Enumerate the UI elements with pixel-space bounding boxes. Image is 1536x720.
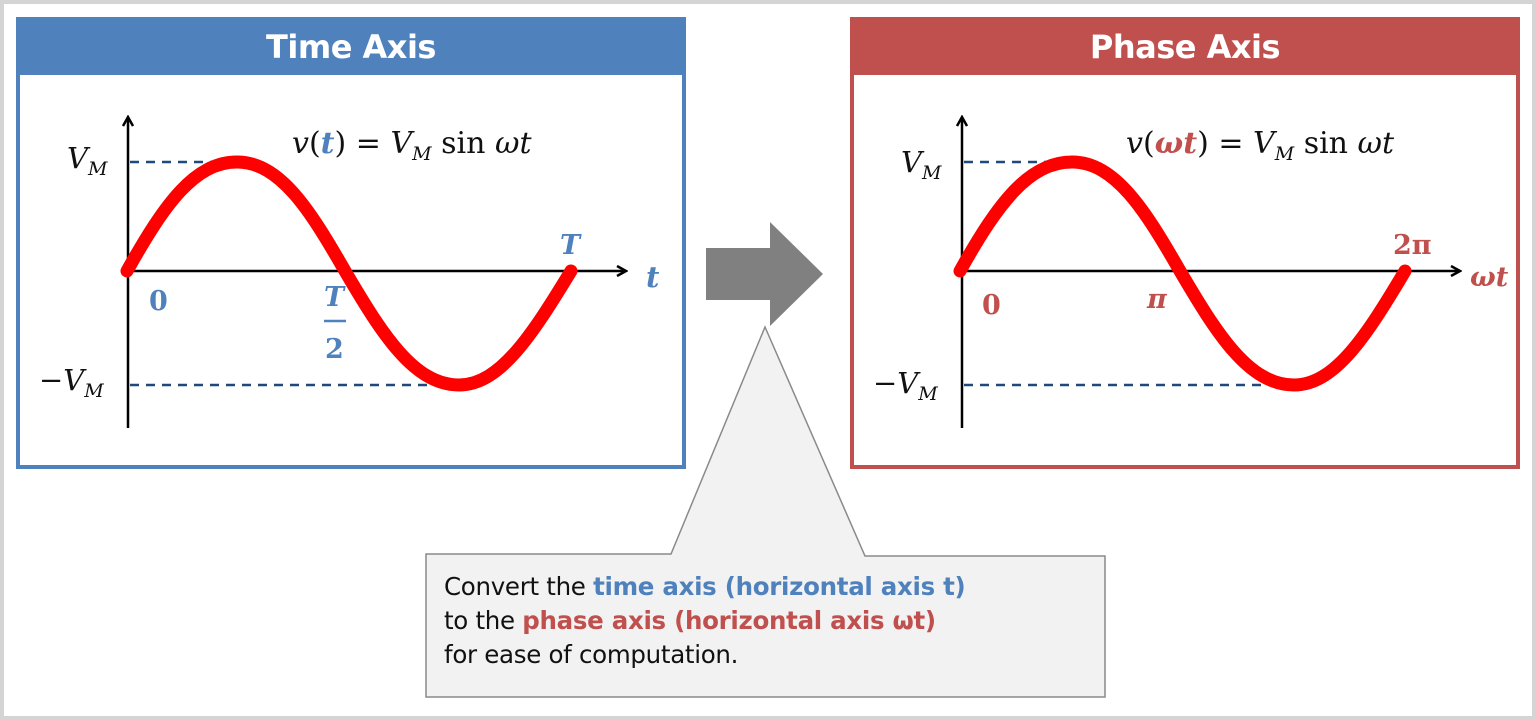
callout-text: Convert the time axis (horizontal axis t… — [444, 570, 1104, 672]
phase-axis-title: Phase Axis — [850, 17, 1520, 75]
callout-line-1: Convert the time axis (horizontal axis t… — [444, 572, 966, 601]
callout-line-3: for ease of computation. — [444, 640, 739, 669]
time-axis-highlight: time axis (horizontal axis t) — [593, 572, 966, 601]
time-axis-panel: Time Axis — [16, 17, 686, 469]
time-axis-title: Time Axis — [16, 17, 686, 75]
callout-line-2: to the phase axis (horizontal axis ωt) — [444, 606, 936, 635]
phase-axis-highlight: phase axis (horizontal axis ωt) — [522, 606, 936, 635]
phase-axis-panel: Phase Axis — [850, 17, 1520, 469]
